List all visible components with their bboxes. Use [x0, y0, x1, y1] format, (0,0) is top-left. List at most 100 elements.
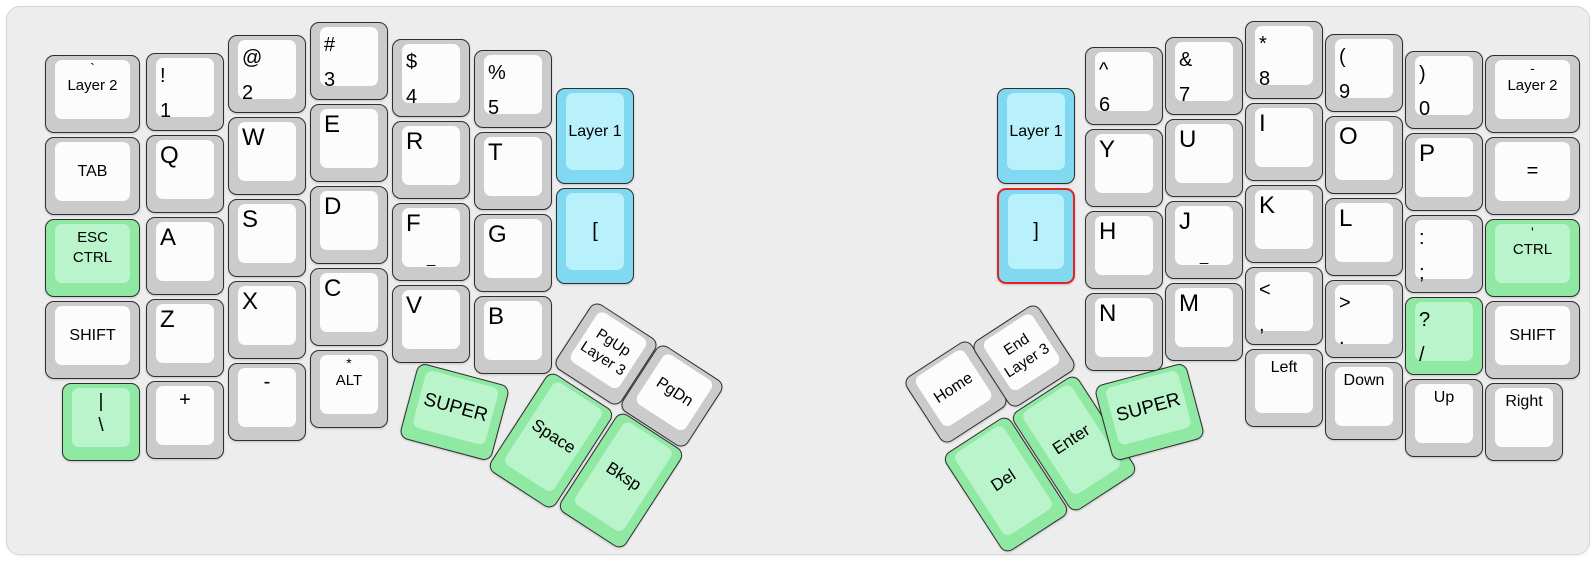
key-c[interactable]: C — [310, 268, 388, 346]
key-k[interactable]: K — [1245, 185, 1323, 263]
key-super-left[interactable]: SUPER — [398, 362, 511, 462]
keycap-surface — [402, 126, 460, 185]
key-minus[interactable]: - — [228, 363, 306, 441]
key-caret-6[interactable]: ^6 — [1085, 47, 1163, 125]
key-quote-ctrl[interactable]: 'CTRL — [1485, 219, 1580, 297]
key-w[interactable]: W — [228, 117, 306, 195]
key-t[interactable]: T — [474, 132, 552, 210]
keycap-surface — [320, 109, 378, 168]
key-h[interactable]: H — [1085, 211, 1163, 289]
keycap-surface — [1095, 216, 1153, 275]
key-percent-5[interactable]: %5 — [474, 50, 552, 128]
key-equals[interactable]: = — [1485, 137, 1580, 215]
key-star-8[interactable]: *8 — [1245, 21, 1323, 99]
keycap-surface — [1255, 272, 1313, 331]
key-hash-3[interactable]: #3 — [310, 22, 388, 100]
keycap-surface — [72, 388, 130, 447]
key-rbracket[interactable]: ] — [997, 188, 1075, 284]
key-z[interactable]: Z — [146, 299, 224, 377]
key-amp-7[interactable]: &7 — [1165, 37, 1243, 115]
key-shift-right[interactable]: SHIFT — [1485, 301, 1580, 379]
keycap-surface — [1495, 306, 1570, 365]
key-o[interactable]: O — [1325, 116, 1403, 194]
keycap-surface — [55, 306, 130, 365]
key-arrow-right[interactable]: Right — [1485, 383, 1563, 461]
key-at-2[interactable]: @2 — [228, 35, 306, 113]
keycap-surface — [484, 301, 542, 360]
keycap-surface — [1495, 388, 1553, 447]
key-gt-period[interactable]: >. — [1325, 280, 1403, 358]
key-colon-semicolon[interactable]: :; — [1405, 215, 1483, 293]
keycap-surface — [411, 369, 500, 446]
key-arrow-down[interactable]: Down — [1325, 362, 1403, 440]
key-d[interactable]: D — [310, 186, 388, 264]
key-exclam-1[interactable]: !1 — [146, 53, 224, 131]
key-super-right[interactable]: SUPER — [1093, 362, 1206, 462]
keycap-surface — [566, 193, 624, 270]
keycap-surface — [484, 219, 542, 278]
keycap-surface — [566, 93, 624, 170]
key-j[interactable]: J_ — [1165, 201, 1243, 279]
keycap-surface — [1008, 194, 1064, 269]
key-layer1-left[interactable]: Layer 1 — [556, 88, 634, 184]
key-shift-left[interactable]: SHIFT — [45, 301, 140, 379]
keycap-surface — [238, 286, 296, 345]
key-arrow-up[interactable]: Up — [1405, 379, 1483, 457]
key-m[interactable]: M — [1165, 283, 1243, 361]
key-tab[interactable]: TAB — [45, 137, 140, 215]
key-lbracket[interactable]: [ — [556, 188, 634, 284]
keycap-surface — [1095, 52, 1153, 111]
keycap-surface — [55, 142, 130, 201]
keycap-surface — [1415, 384, 1473, 443]
keycap-surface — [1495, 142, 1570, 201]
key-star-alt[interactable]: *ALT — [310, 350, 388, 428]
keycap-surface — [1175, 288, 1233, 347]
key-s[interactable]: S — [228, 199, 306, 277]
keycap-surface — [1415, 138, 1473, 197]
keycap-surface — [1495, 60, 1570, 119]
key-grave-layer2-left[interactable]: `Layer 2 — [45, 55, 140, 133]
key-arrow-left[interactable]: Left — [1245, 349, 1323, 427]
keycap-surface — [402, 208, 460, 267]
keycap-surface — [55, 60, 130, 119]
key-layer1-right[interactable]: Layer 1 — [997, 88, 1075, 184]
keycap-surface — [156, 304, 214, 363]
keycap-surface — [238, 204, 296, 263]
key-a[interactable]: A — [146, 217, 224, 295]
keycap-surface — [238, 368, 296, 427]
key-e[interactable]: E — [310, 104, 388, 182]
key-x[interactable]: X — [228, 281, 306, 359]
key-n[interactable]: N — [1085, 293, 1163, 371]
key-g[interactable]: G — [474, 214, 552, 292]
key-minus-layer2-right[interactable]: -Layer 2 — [1485, 55, 1580, 133]
keycap-surface — [320, 27, 378, 86]
key-f[interactable]: F_ — [392, 203, 470, 281]
key-dollar-4[interactable]: $4 — [392, 39, 470, 117]
key-i[interactable]: I — [1245, 103, 1323, 181]
keycap-surface — [1335, 39, 1393, 98]
key-b[interactable]: B — [474, 296, 552, 374]
keycap-surface — [55, 224, 130, 283]
key-pipe-backslash[interactable]: |\ — [62, 383, 140, 461]
keycap-surface — [238, 122, 296, 181]
keycap-surface — [1495, 224, 1570, 283]
key-l[interactable]: L — [1325, 198, 1403, 276]
key-plus[interactable]: + — [146, 381, 224, 459]
keycap-surface — [1175, 124, 1233, 183]
key-q[interactable]: Q — [146, 135, 224, 213]
key-y[interactable]: Y — [1085, 129, 1163, 207]
key-u[interactable]: U — [1165, 119, 1243, 197]
keycap-surface — [156, 140, 214, 199]
key-r[interactable]: R — [392, 121, 470, 199]
keycap-surface — [156, 58, 214, 117]
keycap-surface — [1175, 42, 1233, 101]
key-question-slash[interactable]: ?/ — [1405, 297, 1483, 375]
key-rparen-0[interactable]: )0 — [1405, 51, 1483, 129]
key-lparen-9[interactable]: (9 — [1325, 34, 1403, 112]
key-lt-comma[interactable]: <, — [1245, 267, 1323, 345]
key-p[interactable]: P — [1405, 133, 1483, 211]
keycap-surface — [1175, 206, 1233, 265]
key-v[interactable]: V — [392, 285, 470, 363]
